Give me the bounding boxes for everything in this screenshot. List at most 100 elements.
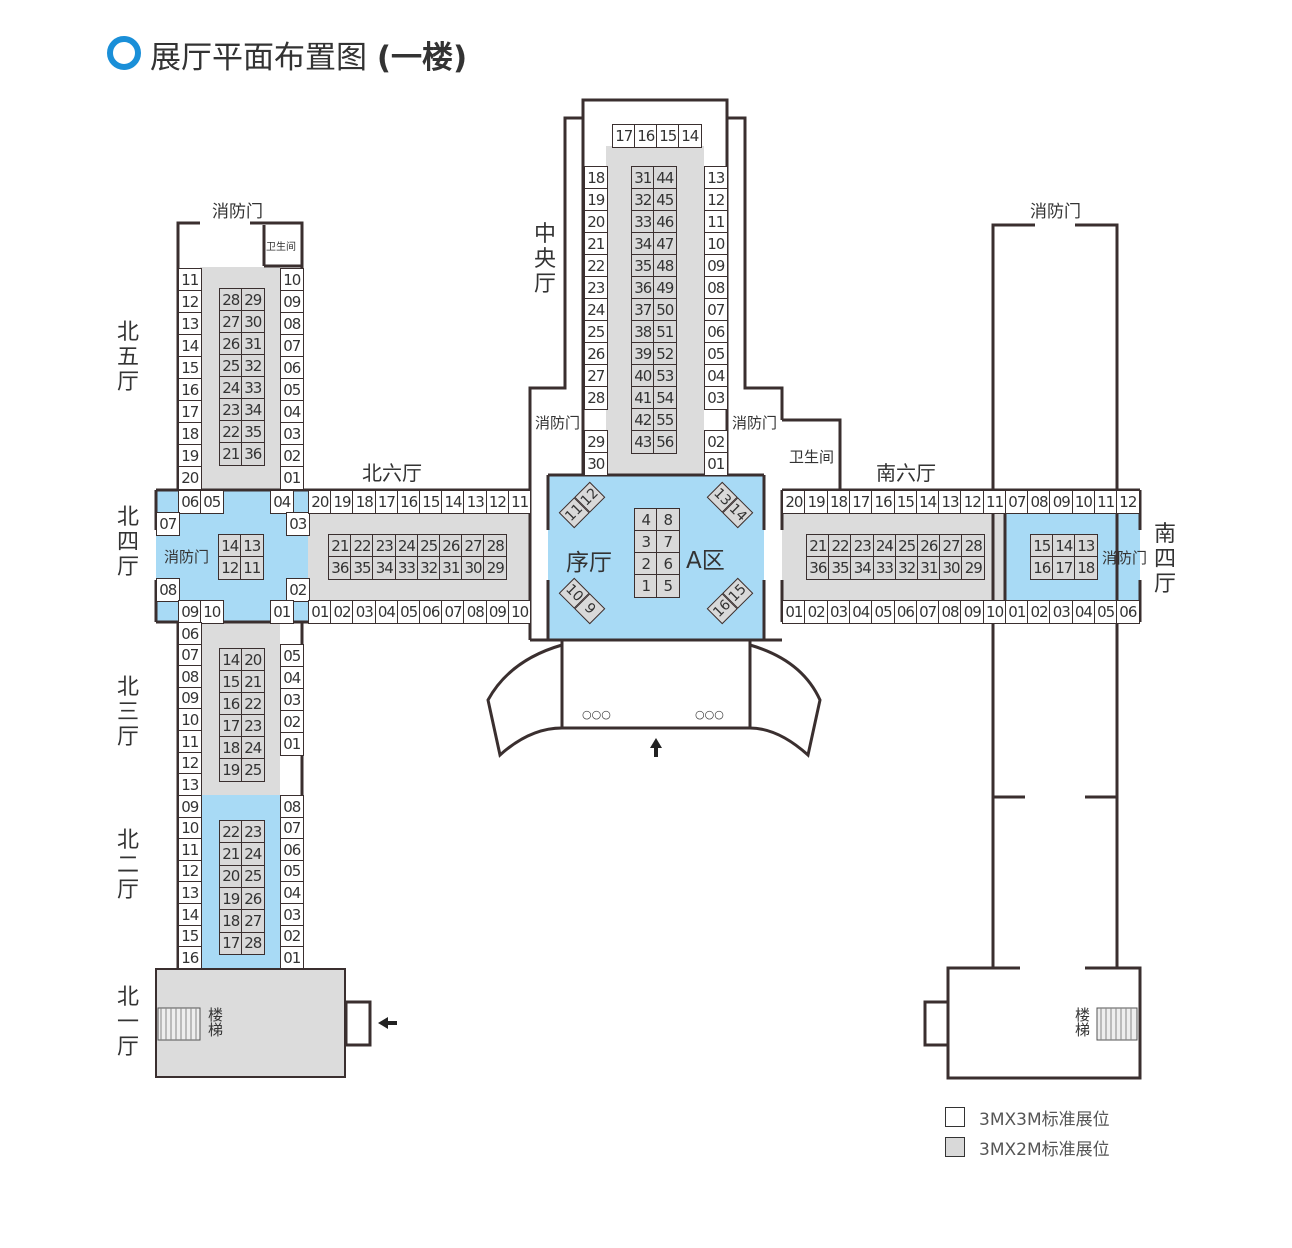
booth-n6-center-27[interactable]: 27 [461,534,485,558]
booth-s6-top-15[interactable]: 15 [893,490,918,514]
booth-s6-center-34[interactable]: 34 [850,556,875,580]
booth-s6-center-33[interactable]: 33 [872,556,897,580]
booth-s6-center-31[interactable]: 31 [917,556,941,580]
booth-n5-right-04[interactable]: 04 [280,400,304,424]
booth-s4-top-09[interactable]: 09 [1049,490,1074,514]
booth-c-center-37[interactable]: 37 [631,298,655,322]
booth-n6-bottom-06[interactable]: 06 [419,600,443,624]
booth-s4-top-07[interactable]: 07 [1005,490,1029,514]
booth-n2-center-20[interactable]: 20 [219,864,243,889]
booth-n6-center-34[interactable]: 34 [372,556,397,580]
booth-c-center-35[interactable]: 35 [631,254,655,278]
booth-c-right-03[interactable]: 03 [704,386,728,410]
booth-n2-right-06[interactable]: 06 [280,838,304,862]
booth-n4-top-l-05[interactable]: 05 [200,490,224,514]
booth-c-left-27[interactable]: 27 [584,364,608,388]
booth-n2-left-12[interactable]: 12 [178,859,202,883]
booth-n2-left-11[interactable]: 11 [178,838,202,862]
booth-s4-top-11[interactable]: 11 [1093,490,1118,514]
booth-c-top-14[interactable]: 14 [678,124,702,148]
booth-n5-left-11[interactable]: 11 [178,268,202,292]
booth-n3-left-07[interactable]: 07 [178,643,202,667]
booth-s4-center-15[interactable]: 15 [1030,534,1054,558]
booth-s4-center-14[interactable]: 14 [1052,534,1076,558]
booth-n5-center-30[interactable]: 30 [241,310,265,334]
booth-n3-center-23[interactable]: 23 [241,714,265,738]
booth-n5-center-24[interactable]: 24 [219,376,243,400]
booth-n5-center-22[interactable]: 22 [219,420,243,444]
booth-c-center-36[interactable]: 36 [631,276,655,300]
booth-n2-right-01[interactable]: 01 [280,946,304,970]
booth-c-center-34[interactable]: 34 [631,232,655,256]
booth-c-right-13[interactable]: 13 [704,166,728,190]
booth-s6-top-18[interactable]: 18 [826,490,851,514]
booth-a-center-8[interactable]: 8 [656,508,680,532]
booth-n5-center-33[interactable]: 33 [241,376,265,400]
booth-s6-center-23[interactable]: 23 [850,534,875,558]
booth-n2-center-19[interactable]: 19 [219,886,243,911]
booth-s6-top-12[interactable]: 12 [960,490,985,514]
booth-n6-top-20[interactable]: 20 [308,490,332,514]
booth-c-left-20[interactable]: 20 [584,210,608,234]
booth-n6-bottom-09[interactable]: 09 [485,600,510,624]
booth-s4-center-13[interactable]: 13 [1074,534,1098,558]
booth-s6-top-11[interactable]: 11 [982,490,1007,514]
booth-n3-right-03[interactable]: 03 [280,688,304,712]
booth-c-center-56[interactable]: 56 [653,430,677,454]
booth-n3-center-17[interactable]: 17 [219,714,243,738]
booth-n6-top-14[interactable]: 14 [441,490,465,514]
booth-n5-center-29[interactable]: 29 [241,288,265,312]
booth-c-left-19[interactable]: 19 [584,188,608,212]
booth-n6-center-29[interactable]: 29 [483,556,508,580]
booth-n2-center-25[interactable]: 25 [241,864,265,889]
booth-n5-left-16[interactable]: 16 [178,378,202,402]
booth-c-center-46[interactable]: 46 [653,210,677,234]
booth-n6-center-22[interactable]: 22 [350,534,374,558]
booth-c-right-08[interactable]: 08 [704,276,728,300]
booth-n6-top-12[interactable]: 12 [485,490,510,514]
booth-n6-bottom-10[interactable]: 10 [507,600,532,624]
booth-n3-left-12[interactable]: 12 [178,751,202,775]
booth-a-center-3[interactable]: 3 [634,530,658,554]
booth-n6-bottom-05[interactable]: 05 [396,600,421,624]
booth-s6-bottom-07[interactable]: 07 [915,600,940,624]
booth-s6-top-13[interactable]: 13 [938,490,962,514]
booth-n3-center-15[interactable]: 15 [219,670,243,694]
booth-n6-top-16[interactable]: 16 [396,490,421,514]
booth-n4-07-07[interactable]: 07 [156,512,180,536]
booth-s6-center-29[interactable]: 29 [961,556,986,580]
booth-c-center-42[interactable]: 42 [631,408,655,432]
booth-s4-top-10[interactable]: 10 [1071,490,1096,514]
booth-s4-bottom-01[interactable]: 01 [1005,600,1029,624]
booth-c-left-23[interactable]: 23 [584,276,608,300]
booth-c-center-39[interactable]: 39 [631,342,655,366]
booth-n3-center-16[interactable]: 16 [219,692,243,716]
booth-n6-top-18[interactable]: 18 [352,490,377,514]
booth-c-top-16[interactable]: 16 [634,124,658,148]
booth-n2-center-22[interactable]: 22 [219,820,243,844]
booth-s6-top-20[interactable]: 20 [782,490,806,514]
booth-n5-center-32[interactable]: 32 [241,354,265,378]
booth-c-top-15[interactable]: 15 [656,124,680,148]
booth-c-center-53[interactable]: 53 [653,364,677,388]
booth-s6-bottom-06[interactable]: 06 [893,600,918,624]
booth-n5-left-13[interactable]: 13 [178,312,202,336]
booth-n6-top-11[interactable]: 11 [507,490,532,514]
booth-c-center-43[interactable]: 43 [631,430,655,454]
booth-s6-center-35[interactable]: 35 [828,556,852,580]
booth-n4-center-13[interactable]: 13 [240,534,264,558]
booth-s6-center-26[interactable]: 26 [917,534,941,558]
booth-s6-center-27[interactable]: 27 [939,534,963,558]
booth-n2-left-14[interactable]: 14 [178,903,202,927]
booth-n4-08-08[interactable]: 08 [156,578,180,602]
booth-a-center-1[interactable]: 1 [634,574,658,598]
booth-n5-center-27[interactable]: 27 [219,310,243,334]
booth-n6-top-17[interactable]: 17 [374,490,399,514]
booth-c-center-41[interactable]: 41 [631,386,655,410]
booth-c-right-05[interactable]: 05 [704,342,728,366]
booth-n6-bottom-08[interactable]: 08 [463,600,488,624]
booth-s6-bottom-08[interactable]: 08 [938,600,962,624]
booth-n2-center-21[interactable]: 21 [219,842,243,867]
booth-c-center-51[interactable]: 51 [653,320,677,344]
booth-s6-top-14[interactable]: 14 [915,490,940,514]
